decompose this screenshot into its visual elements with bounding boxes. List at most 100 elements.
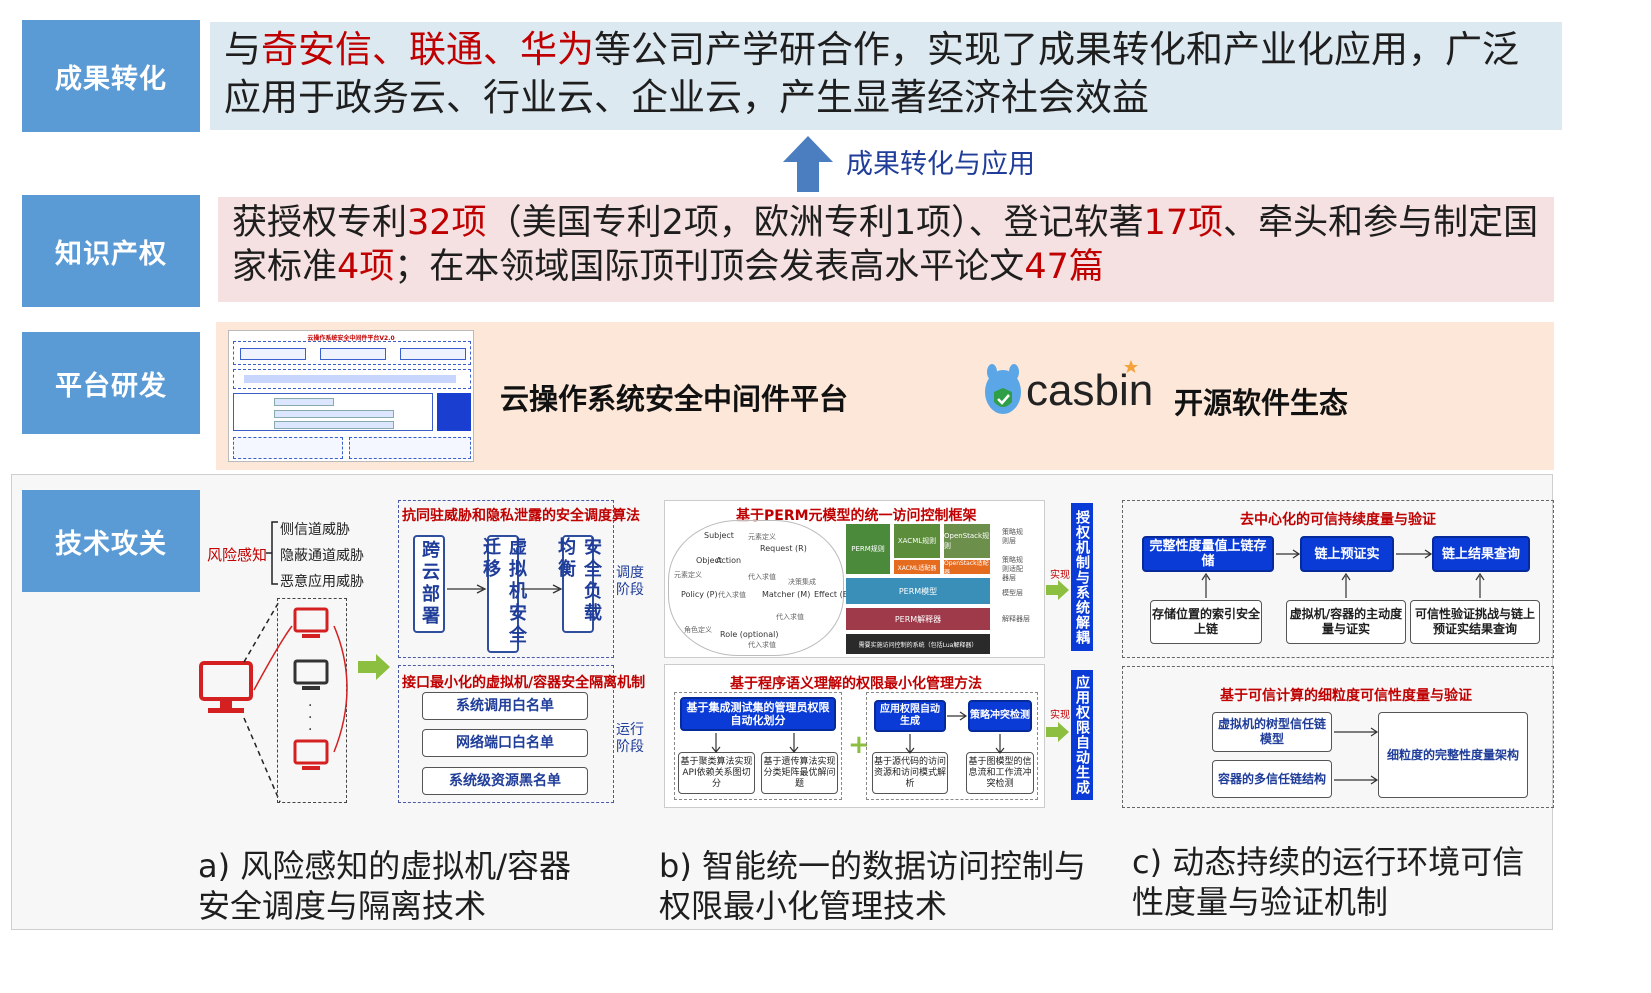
- thumb-layer: [233, 341, 471, 365]
- ip-r3: 4项: [337, 247, 395, 287]
- ip-r4: 47篇: [1024, 247, 1104, 287]
- perm-section-title: 基于PERM元模型的统一访问控制框架: [736, 508, 977, 524]
- transfer-band: 与奇安信、联通、华为等公司产学研合作，实现了成果转化和产业化应用，广泛应用于政务…: [210, 22, 1562, 130]
- realize-label: 实现: [1050, 710, 1070, 721]
- vm-chain-box: 虚拟机的树型信任链模型: [1212, 712, 1332, 752]
- right-arrow-icon: [947, 711, 968, 721]
- perm-autogen-box: 应用权限自动生成: [874, 700, 946, 732]
- finegrain-section-title: 基于可信计算的细粒度可信性度量与验证: [1220, 688, 1472, 704]
- layer-openstack-adapter: OpenStack适配器: [944, 560, 990, 576]
- thumb-title: 云操作系统安全中间件平台V2.0: [307, 335, 395, 342]
- policy-conflict-box: 策略冲突检测: [968, 700, 1032, 732]
- graph-edge: 决策集成: [788, 578, 816, 586]
- transfer-text-a: 与: [224, 28, 261, 71]
- graph-node: Action: [716, 556, 742, 565]
- side-decouple: 授权机制与系统解耦: [1071, 503, 1093, 651]
- transfer-partners: 奇安信、联通、华为: [261, 28, 594, 71]
- admin-partition-box: 基于集成测试集的管理员权限自动化划分: [680, 697, 836, 731]
- migration-arrows: [253, 625, 348, 753]
- graph-node: Matcher (M): [762, 590, 811, 599]
- layer-xacml-adapter: XACML适配器: [894, 560, 940, 574]
- merge-arrows: [1334, 727, 1379, 785]
- realize-label: 实现: [1050, 570, 1070, 581]
- layer-perm-interpreter: PERM解释器: [846, 608, 990, 630]
- risk-brace: [266, 521, 278, 585]
- thumb-layer: [233, 437, 343, 459]
- ledger-preverify-box: 链上预证实: [1300, 536, 1394, 572]
- up-arrow-icon: [783, 136, 833, 192]
- layer-side-label: 解释器层: [1002, 615, 1030, 623]
- platform-name: 云操作系统安全中间件平台: [500, 382, 849, 416]
- ip-t2: （美国专利2项，欧洲专利1项）、登记软著: [486, 203, 1144, 243]
- ip-r1: 32项: [407, 203, 487, 243]
- caption-a: a) 风险感知的虚拟机/容器安全调度与隔离技术: [198, 847, 572, 925]
- platform-architecture-thumbnail: 云操作系统安全中间件平台V2.0: [228, 330, 474, 462]
- layer-side-label: 模型层: [1002, 589, 1023, 597]
- stage-label: 调度阶段: [616, 565, 644, 598]
- fine-arch-box: 细粒度的完整性度量架构: [1378, 712, 1528, 798]
- risk-label: 风险感知: [207, 546, 268, 564]
- leastpriv-group: [674, 692, 842, 800]
- down-arrows: [905, 734, 1005, 754]
- ledger-section: [1122, 500, 1554, 658]
- graph-node: Effect (E): [814, 590, 851, 599]
- thumb-layer: [233, 393, 433, 431]
- layer-side-label: 策略规则适配器层: [1002, 556, 1023, 582]
- sched-box: 安全负载均衡: [555, 535, 602, 633]
- graph-edge: 代入求值: [718, 591, 746, 599]
- permgen-group: [866, 692, 1038, 800]
- right-arrow-icon: [1046, 580, 1069, 600]
- sched-arrows: [447, 584, 563, 594]
- up-arrows: [1201, 572, 1485, 598]
- source-parse-box: 基于源代码的访问资源和访问模式解析: [872, 752, 948, 794]
- row-label-transfer: 成果转化: [22, 20, 200, 132]
- graph-edge: 角色定义: [684, 626, 712, 634]
- row-label-tech: 技术攻关: [22, 490, 200, 592]
- vm-icon: [293, 607, 329, 638]
- clustering-box: 基于聚类算法实现API依赖关系图切分: [678, 752, 755, 794]
- row-label-platform: 平台研发: [22, 332, 200, 434]
- right-arrows: [1276, 549, 1433, 559]
- thumb-layer: [349, 437, 471, 459]
- threat-item: 侧信道威胁: [280, 522, 350, 538]
- down-arrows: [711, 733, 799, 753]
- layer-perm-rule: PERM规则: [846, 524, 890, 574]
- ip-t1: 获授权专利: [232, 203, 408, 243]
- layer-side-label: 策略规则层: [1002, 528, 1023, 545]
- ellipsis-icon: ···: [308, 698, 313, 738]
- side-autogen: 应用权限自动生成: [1071, 670, 1093, 800]
- graph-edge: 代入求值: [776, 613, 804, 621]
- leastpriv-section-title: 基于程序语义理解的权限最小化管理方法: [730, 676, 982, 692]
- graph-edge: 代入求值: [748, 573, 776, 581]
- layer-perm-model: PERM模型: [846, 578, 990, 604]
- sched-section: [398, 500, 614, 658]
- isolation-section: [398, 665, 614, 803]
- graph-edge: 元素定义: [674, 571, 702, 579]
- isolation-section-title: 接口最小化的虚拟机/容器安全隔离机制: [402, 675, 646, 691]
- stage-label: 运行阶段: [616, 722, 644, 755]
- ip-r2: 17项: [1143, 203, 1224, 243]
- whitelist-box: 网络端口白名单: [422, 729, 588, 757]
- ip-t3: 、牵头和参与制定国家标准: [232, 203, 1539, 287]
- casbin-wordmark: casbin: [1026, 366, 1154, 415]
- ledger-store-box: 完整性度量值上链存储: [1142, 536, 1274, 572]
- layer-xacml-rule: XACML规则: [894, 524, 940, 558]
- layer-openstack-rule: OpenStack规则: [944, 524, 990, 558]
- caption-c: c) 动态持续的运行环境可信性度量与验证机制: [1132, 843, 1525, 921]
- container-chain-box: 容器的多信任链结构: [1212, 760, 1332, 798]
- ledger-query-box: 链上结果查询: [1432, 536, 1530, 572]
- thumb-layer: [233, 369, 471, 389]
- layer-target-system: 需要实施访问控制的系统（包括Lua解释器）: [846, 634, 990, 654]
- thumb-side-block: [437, 393, 471, 431]
- row-label-ip: 知识产权: [22, 195, 200, 307]
- star-icon: [1124, 360, 1138, 373]
- perm-graph: [668, 520, 844, 656]
- right-arrow-icon: [358, 654, 390, 680]
- threat-item: 隐蔽通道威胁: [280, 548, 364, 564]
- ecosystem-label: 开源软件生态: [1174, 386, 1349, 420]
- graph-node: Request (R): [760, 544, 807, 553]
- transfer-text-b: 等公司产学研合作，实现了成果转化和产业化应用，广泛应用于政务云、行业云、企业云，…: [224, 28, 1519, 119]
- ledger-section-title: 去中心化的可信持续度量与验证: [1240, 512, 1436, 528]
- plus-icon: +: [848, 730, 870, 760]
- finegrain-section: [1122, 666, 1554, 808]
